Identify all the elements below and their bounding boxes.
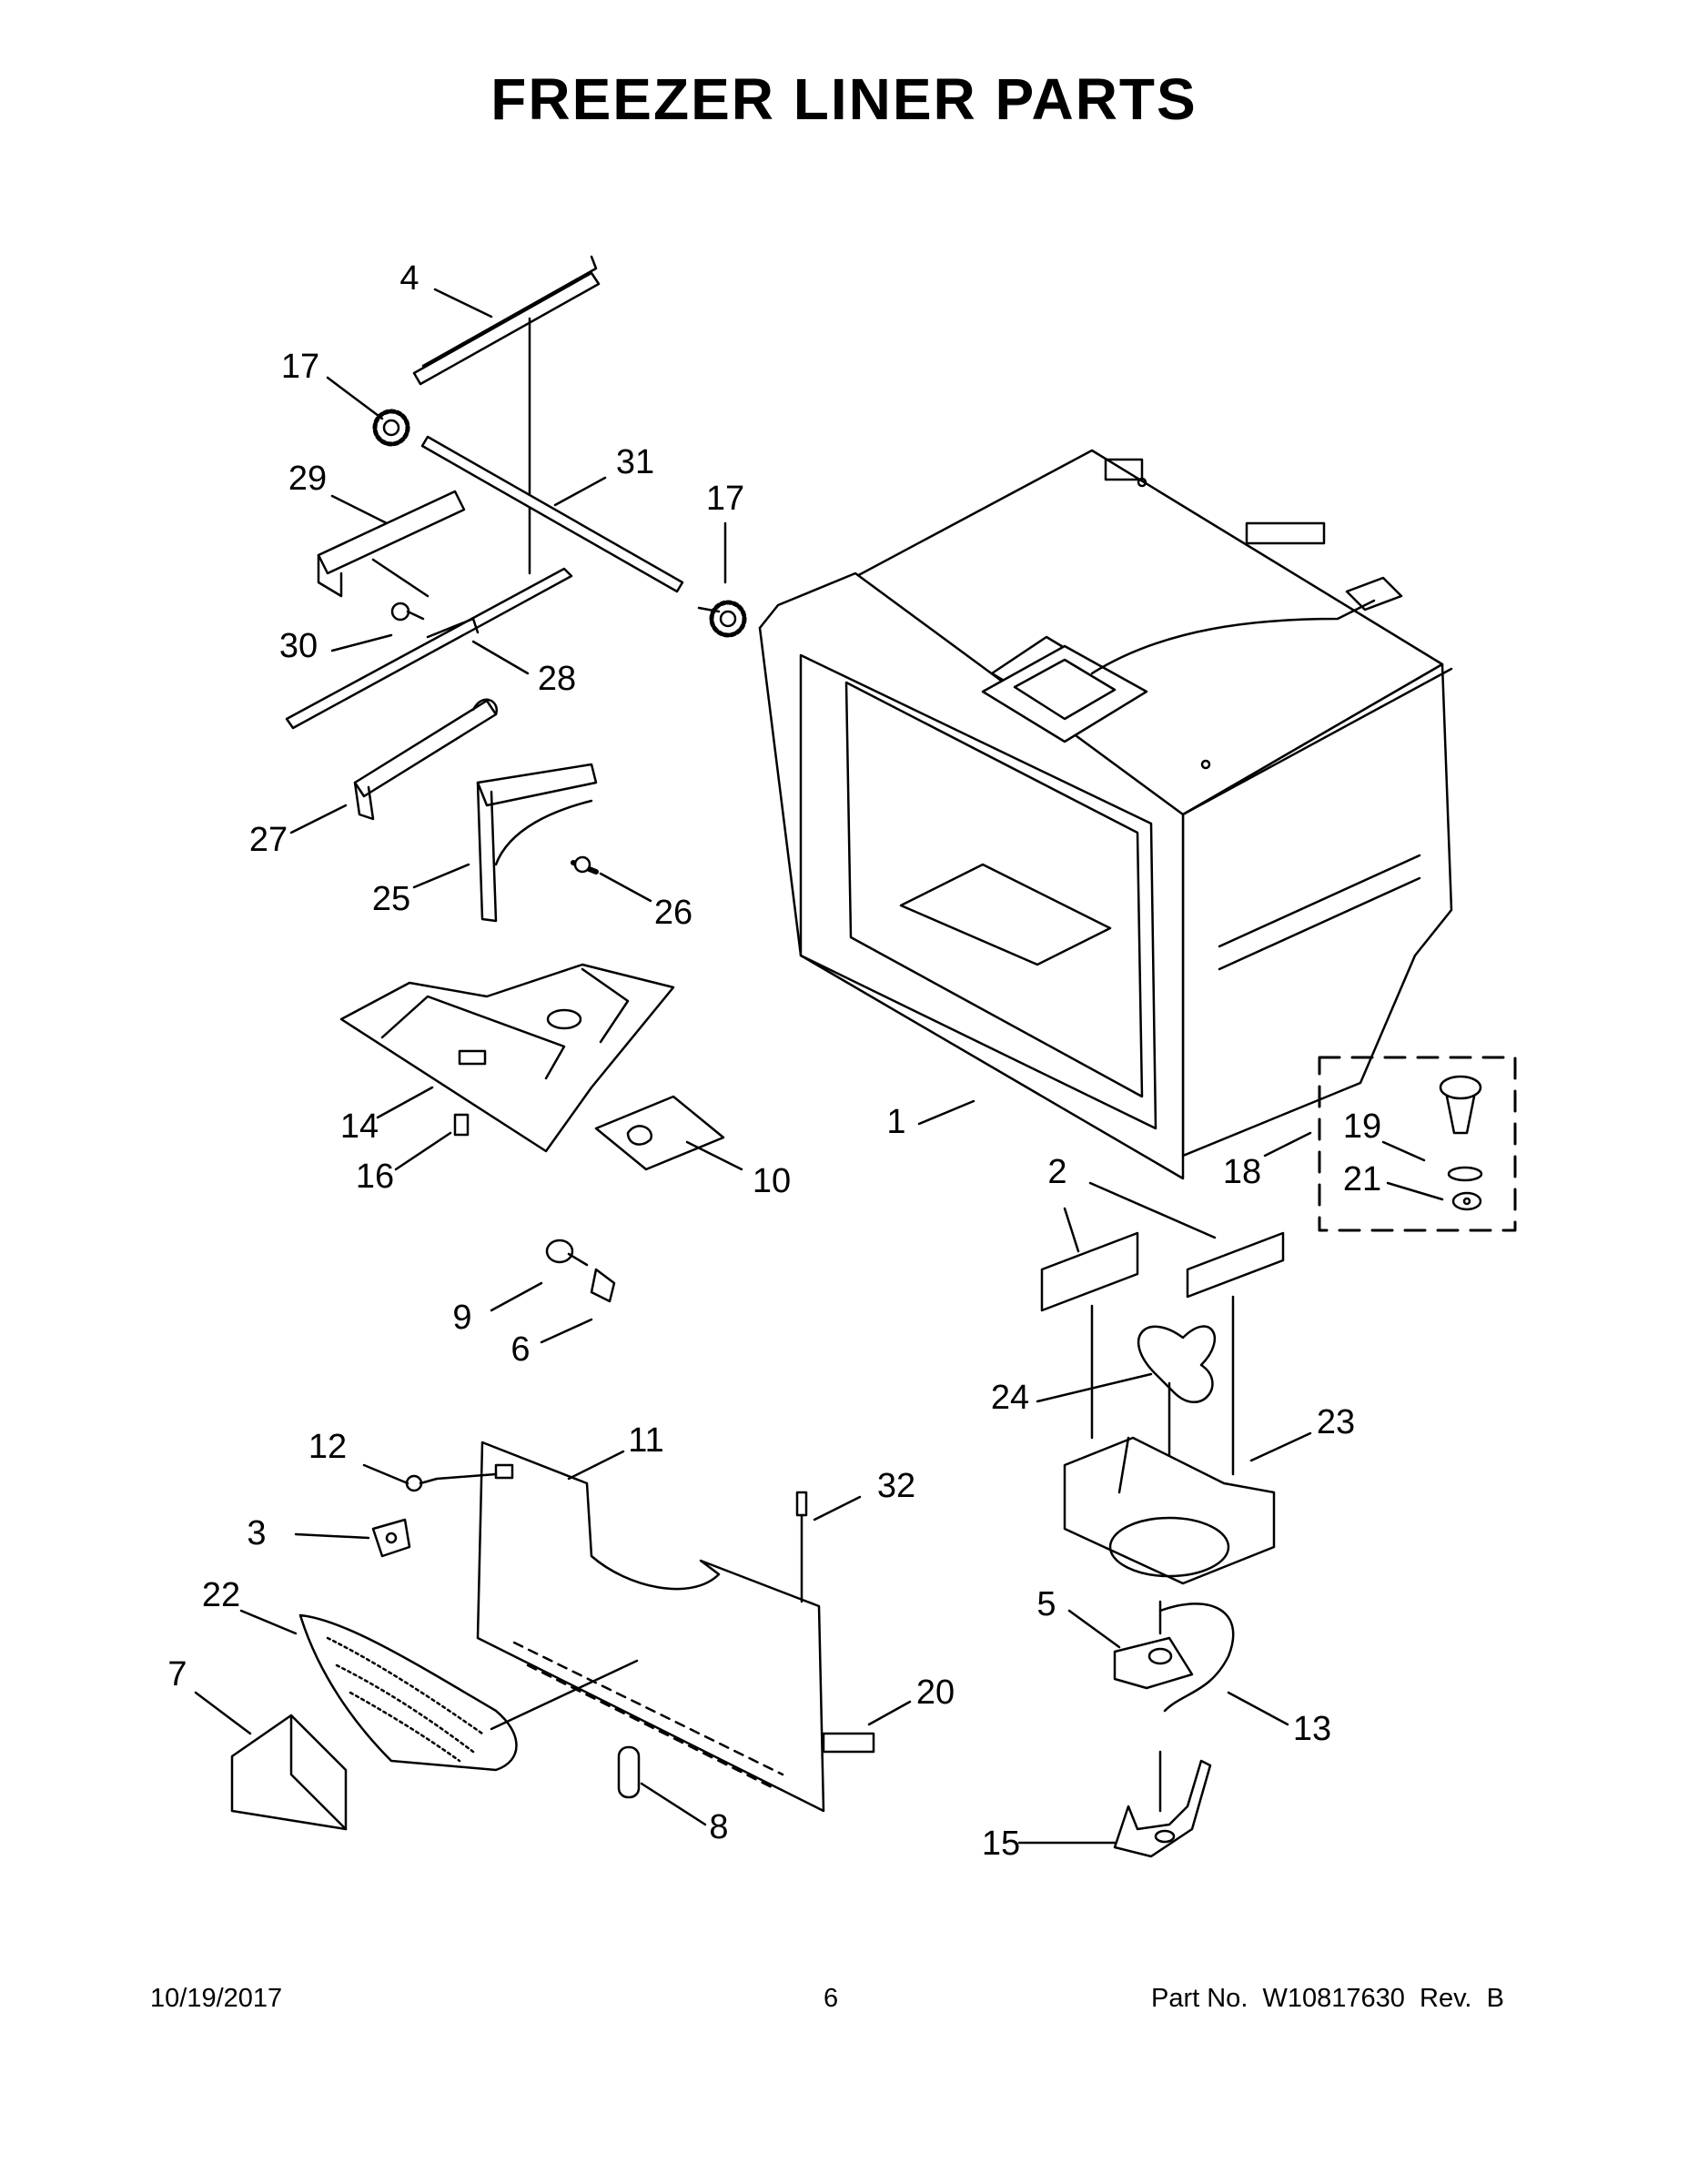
callout-5: 5	[1036, 1585, 1056, 1623]
callout-1: 1	[886, 1103, 905, 1141]
callout-9: 9	[452, 1299, 471, 1337]
callout-leaders	[194, 288, 1444, 1845]
callout-15: 15	[982, 1825, 1020, 1863]
rail-part	[412, 255, 601, 575]
callout-31: 31	[616, 443, 654, 481]
screw-26-part	[571, 855, 599, 875]
grille-part	[298, 1613, 639, 1772]
switch-part	[453, 1113, 470, 1137]
housing-part	[230, 1714, 348, 1831]
callout-30: 30	[279, 627, 318, 665]
fan-motor-part	[1113, 1600, 1194, 1690]
page-title: FREEZER LINER PARTS	[490, 66, 1198, 132]
callout-21: 21	[1343, 1160, 1381, 1198]
gear-part	[372, 409, 747, 638]
callout-10: 10	[753, 1162, 791, 1200]
callout-23: 23	[1317, 1403, 1355, 1441]
screw-bracket-part	[371, 1472, 498, 1558]
bracket-25-part	[476, 763, 598, 923]
callout-27: 27	[249, 821, 288, 859]
wire-harness-part	[1158, 1603, 1235, 1713]
callout-18: 18	[1223, 1153, 1261, 1191]
slide-rail-part	[285, 567, 573, 730]
drain-kit-part	[1318, 1056, 1517, 1232]
callout-2: 2	[1047, 1153, 1066, 1191]
callout-labels: 4 17 29 31 17 30 28 27 25 26 14 16 10 1 …	[167, 259, 1381, 1863]
callout-3: 3	[247, 1514, 266, 1552]
callout-13: 13	[1293, 1710, 1331, 1748]
callout-19: 19	[1343, 1107, 1381, 1146]
rear-panel-part	[476, 1441, 825, 1813]
callout-32: 32	[877, 1467, 915, 1505]
slide-support-part	[353, 698, 499, 821]
callout-29: 29	[288, 460, 327, 498]
callout-12: 12	[308, 1428, 347, 1466]
callout-22: 22	[202, 1576, 240, 1614]
duct-cover-part	[339, 963, 675, 1153]
fan-shroud-part	[1063, 1436, 1276, 1585]
screw-30-part	[390, 602, 425, 622]
freezer-liner-part	[758, 449, 1453, 1180]
lamp-socket-part	[545, 1239, 616, 1303]
callout-4: 4	[399, 259, 419, 298]
motor-bracket-part	[1113, 1750, 1212, 1858]
footer-page-number: 6	[824, 1984, 839, 2013]
foam-block-part	[1040, 1231, 1285, 1476]
callout-20: 20	[916, 1673, 955, 1712]
shaft-part	[420, 435, 684, 593]
callout-6: 6	[510, 1330, 530, 1369]
callout-24: 24	[991, 1379, 1029, 1417]
callout-17: 17	[281, 348, 319, 386]
callout-16: 16	[356, 1158, 394, 1196]
callout-28: 28	[538, 660, 576, 698]
callout-25: 25	[372, 880, 410, 918]
callout-14: 14	[340, 1107, 379, 1146]
foil-sheet-part	[594, 1095, 725, 1171]
callout-17b: 17	[706, 480, 744, 518]
callout-8: 8	[709, 1808, 728, 1846]
callout-11: 11	[628, 1421, 663, 1460]
seal-strip-part	[822, 1732, 875, 1754]
bracket-29-part	[317, 490, 466, 598]
thermistor-part	[795, 1491, 808, 1603]
footer-date: 10/19/2017	[150, 1984, 283, 2013]
callout-26: 26	[654, 894, 692, 932]
callout-7: 7	[167, 1655, 187, 1694]
footer-part-number: Part No. W10817630 Rev. B	[1151, 1984, 1504, 2013]
clip-part	[617, 1745, 641, 1799]
